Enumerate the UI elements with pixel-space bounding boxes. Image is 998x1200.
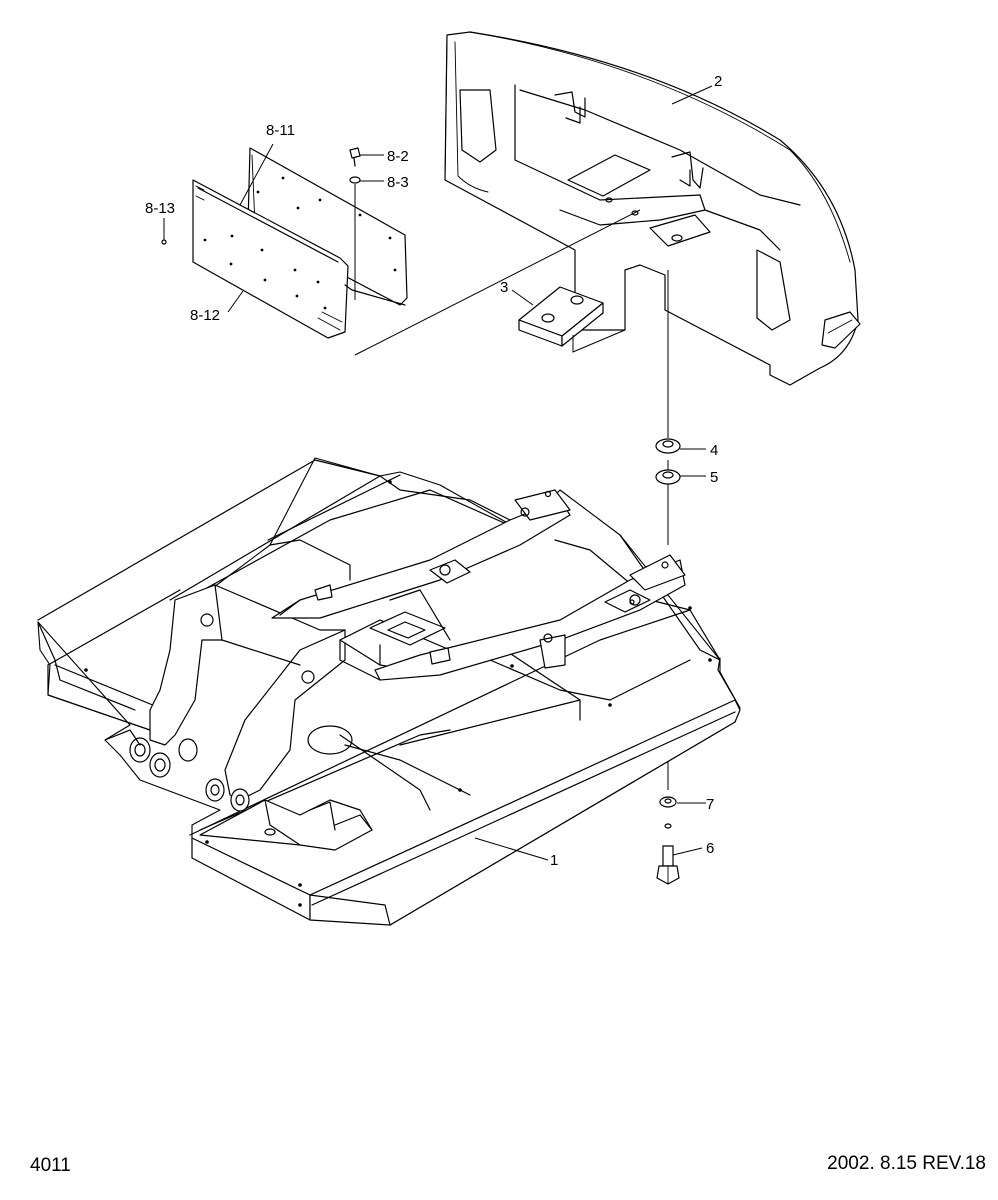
callout-1: 1	[550, 852, 558, 869]
callout-2: 2	[714, 73, 722, 90]
bolt-8-2	[349, 147, 361, 167]
rivet-8-13	[161, 239, 167, 245]
assembly-line-cover	[354, 209, 641, 356]
cover-plate-holes	[203, 176, 397, 310]
assembly-line-shim	[572, 329, 626, 353]
bolt-6	[656, 845, 680, 885]
callout-5: 5	[710, 469, 718, 486]
callout-6: 6	[706, 840, 714, 857]
callout-8-11: 8-11	[266, 122, 295, 139]
washer-5	[655, 469, 681, 485]
callout-7: 7	[706, 796, 714, 813]
page-number: 4011	[30, 1155, 71, 1176]
callout-3: 3	[500, 279, 508, 296]
callout-8-12: 8-12	[190, 307, 220, 324]
callout-8-2: 8-2	[387, 148, 409, 165]
washer-8-3	[349, 176, 361, 184]
upper-frame	[37, 457, 741, 926]
washer-4	[655, 438, 681, 454]
callout-8-3: 8-3	[387, 174, 409, 191]
revision-stamp: 2002. 8.15 REV.18	[827, 1153, 986, 1174]
shim-plate	[518, 286, 604, 347]
callout-8-13: 8-13	[145, 200, 175, 217]
cover-plate-assembly	[192, 147, 408, 339]
counterweight	[444, 31, 861, 386]
callout-4: 4	[710, 442, 718, 459]
washer-7	[659, 796, 677, 808]
callout-leaders	[163, 85, 713, 861]
spring-washer	[664, 823, 672, 829]
